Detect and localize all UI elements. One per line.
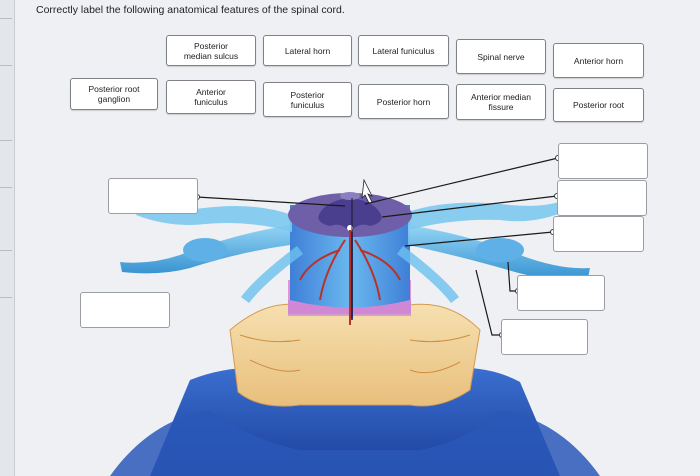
panel-edge-mark (0, 250, 12, 298)
label-tile-anterior-horn[interactable]: Anterior horn (553, 43, 644, 78)
posterior-funiculus-shape (340, 192, 360, 200)
left-panel-edge (0, 0, 15, 476)
drop-target-right-1[interactable] (558, 143, 648, 179)
drop-target-right-4[interactable] (517, 275, 605, 311)
lower-nerve-rootlets (241, 246, 459, 304)
label-tile-spinal-nerve[interactable]: Spinal nerve (456, 39, 546, 74)
dura-mater-shape (229, 303, 481, 407)
left-spinal-nerve (120, 225, 290, 274)
vertebral-body-shape (150, 367, 560, 476)
drop-target-left-upper[interactable] (108, 178, 198, 214)
label-tile-posterior-horn[interactable]: Posterior horn (358, 84, 449, 119)
right-posterior-root (408, 200, 568, 230)
label-tile-lateral-funiculus[interactable]: Lateral funiculus (358, 35, 449, 66)
drop-target-right-5[interactable] (501, 319, 588, 355)
label-tile-posterior-root[interactable]: Posterior root (553, 88, 644, 122)
gray-matter-h (318, 198, 382, 230)
dura-folds (239, 334, 471, 374)
leader-line-right-2 (381, 195, 558, 218)
drop-target-right-2[interactable] (557, 180, 647, 216)
panel-edge-mark (0, 18, 12, 66)
spinal-cord-column (290, 205, 410, 308)
pia-mater-band (288, 280, 411, 314)
left-root-ganglion (183, 238, 227, 262)
right-root-ganglion (476, 238, 524, 262)
spinal-arteries (299, 230, 401, 325)
panel-edge-mark (0, 140, 12, 188)
drop-target-right-3[interactable] (553, 216, 644, 252)
leader-line-right-3 (404, 231, 554, 247)
central-canal (347, 225, 353, 231)
cord-cross-section (288, 193, 412, 237)
mouse-cursor-icon (361, 178, 373, 204)
drop-target-left-lower[interactable] (80, 292, 170, 328)
meninges-shape (110, 410, 600, 476)
leader-line-right-1 (364, 157, 559, 205)
leader-line-right-5 (475, 269, 502, 336)
question-instruction: Correctly label the following anatomical… (36, 4, 345, 16)
leader-line-left-upper (196, 196, 346, 207)
label-tile-lateral-horn[interactable]: Lateral horn (263, 35, 352, 66)
arachnoid-band (288, 300, 411, 316)
